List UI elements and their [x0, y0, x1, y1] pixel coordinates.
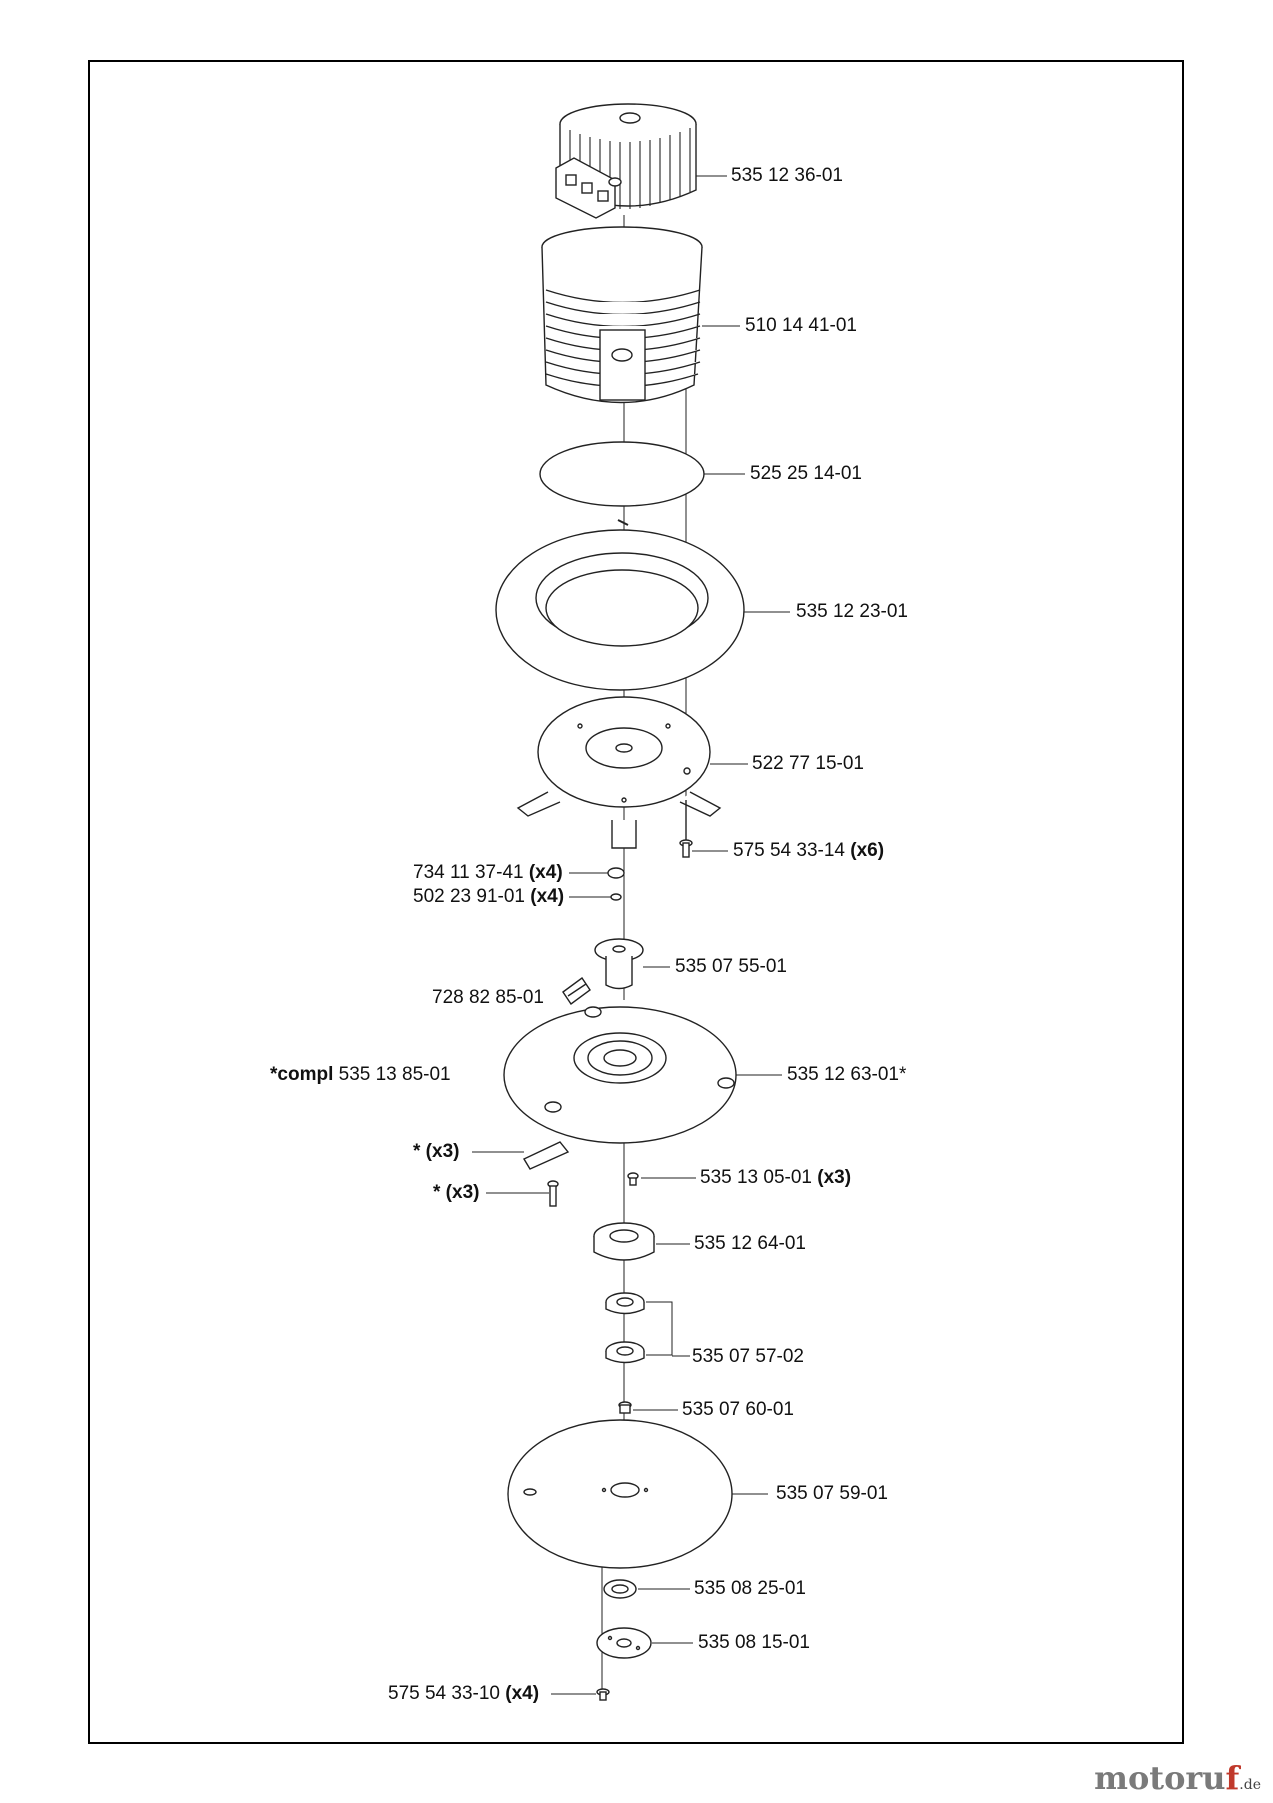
disc-screw-part — [627, 1172, 639, 1186]
set-screw-part — [562, 977, 591, 1005]
label-535-07-59-01: 535 07 59-01 — [776, 1483, 888, 1504]
label-728-82-85-01: 728 82 85-01 — [432, 987, 544, 1008]
bearing-top-part — [605, 1292, 645, 1315]
label-525-25-14-01: 525 25 14-01 — [750, 463, 862, 484]
label-compl-535-13-85-01: *compl 535 13 85-01 — [270, 1064, 451, 1085]
brand-logo: motoruf.de — [1094, 1759, 1261, 1797]
label-522-77-15-01: 522 77 15-01 — [752, 753, 864, 774]
motor-bracket-part — [516, 696, 722, 849]
label-575-54-33-10: 575 54 33-10 (x4) — [388, 1683, 540, 1704]
blade-part — [523, 1141, 570, 1170]
blade-disc-part — [503, 1006, 737, 1144]
bracket-screw-part — [679, 800, 693, 858]
label-blade-x3: * (x3) — [413, 1141, 460, 1162]
diagram-frame — [88, 60, 1184, 1744]
label-535-07-57-02: 535 07 57-02 — [692, 1346, 804, 1367]
motor-housing-part — [541, 226, 703, 404]
flange-part — [596, 1627, 652, 1659]
label-535-08-15-01: 535 08 15-01 — [698, 1632, 810, 1653]
skid-plate-part — [507, 1419, 733, 1569]
label-535-07-55-01: 535 07 55-01 — [675, 956, 787, 977]
label-535-12-36-01: 535 12 36-01 — [731, 165, 843, 186]
label-734-11-37-41: 734 11 37-41 (x4) — [413, 862, 563, 883]
label-535-12-63-01: 535 12 63-01* — [787, 1064, 907, 1085]
washer-b-part — [603, 1579, 637, 1599]
collar-part — [495, 529, 745, 691]
screw-small-part — [610, 893, 622, 901]
hub-part — [594, 938, 644, 990]
motor-part — [555, 103, 697, 219]
label-510-14-41-01: 510 14 41-01 — [745, 315, 857, 336]
label-535-12-23-01: 535 12 23-01 — [796, 601, 908, 622]
label-535-13-05-01: 535 13 05-01 (x3) — [700, 1167, 852, 1188]
bearing-housing-part — [593, 1222, 655, 1261]
blade-screw-part — [547, 1180, 559, 1207]
label-502-23-91-01: 502 23 91-01 (x4) — [413, 886, 565, 907]
spacer-part — [618, 1401, 632, 1414]
label-535-08-25-01: 535 08 25-01 — [694, 1578, 806, 1599]
washer-a-part — [607, 867, 625, 879]
label-575-54-33-14: 575 54 33-14 (x6) — [733, 840, 885, 861]
label-535-07-60-01: 535 07 60-01 — [682, 1399, 794, 1420]
flange-screw-part — [596, 1688, 610, 1701]
leader-lines — [472, 175, 790, 1695]
seal-ring-part — [539, 441, 705, 507]
label-535-12-64-01: 535 12 64-01 — [694, 1233, 806, 1254]
bearing-bottom-part — [605, 1341, 645, 1364]
label-blade-screw-x3: * (x3) — [433, 1182, 480, 1203]
